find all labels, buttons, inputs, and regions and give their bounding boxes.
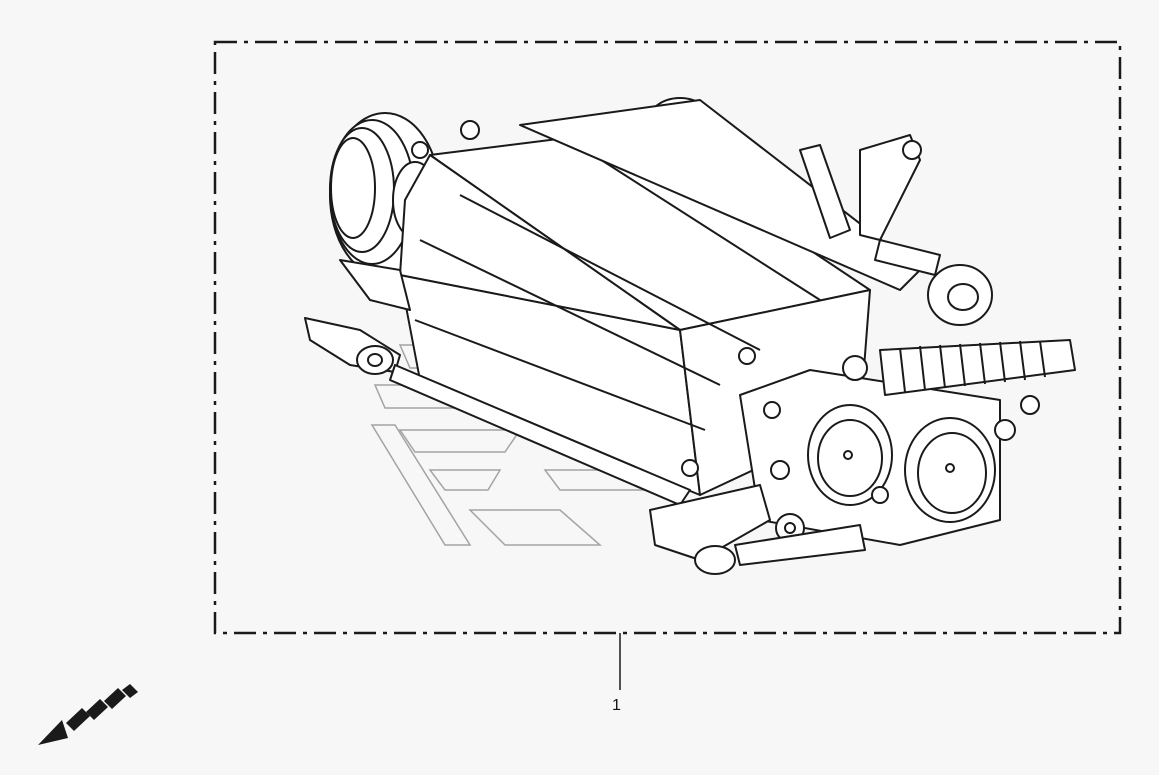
spring [879, 339, 1076, 396]
right-rear-pulley [927, 264, 993, 326]
assembly-drawing [304, 97, 1076, 575]
front-mechanism [739, 369, 1001, 546]
direction-arrow-icon [38, 684, 138, 745]
linkage [799, 134, 941, 276]
bottom-bracket [649, 484, 866, 575]
assembly-boundary [213, 40, 1122, 635]
left-bracket [304, 259, 411, 375]
callout-label-1: 1 [612, 697, 621, 714]
bolts [411, 120, 1040, 543]
